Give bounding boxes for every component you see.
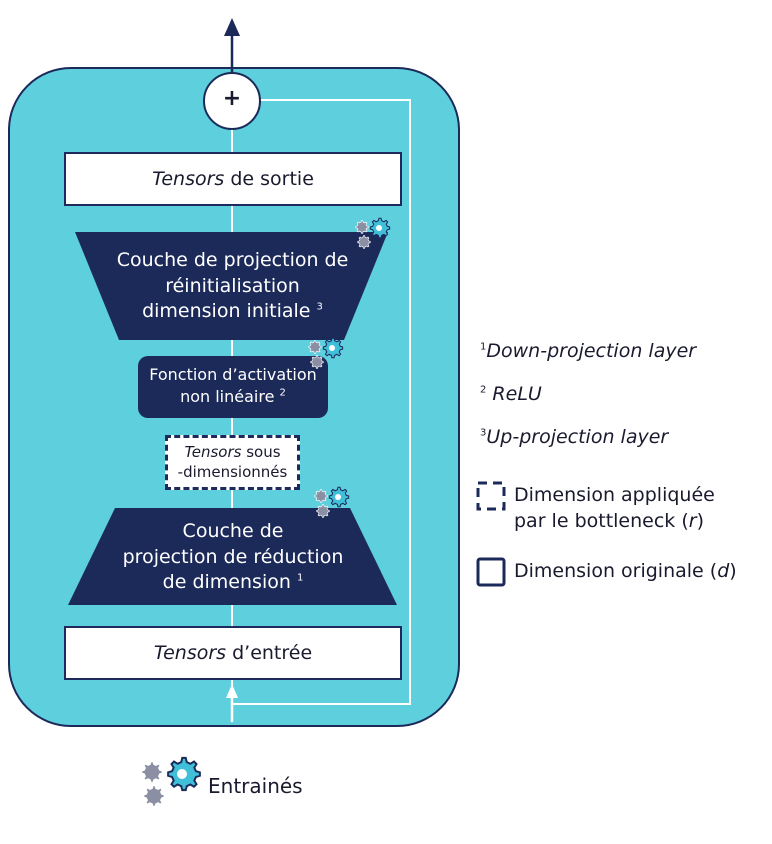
legend-dashed-close: )	[696, 509, 704, 532]
legend-dashed-label: Dimension appliquée par le bottleneck (r…	[514, 483, 715, 534]
trained-gears-icon	[355, 217, 391, 249]
input-tensors-label: d’entrée	[226, 642, 313, 664]
legend-solid-label: Dimension originale (d)	[514, 560, 737, 582]
up-projection-line3: dimension initiale	[142, 300, 311, 323]
down-projection-line3: de dimension	[162, 571, 291, 594]
down-projection-footnote: 1	[296, 572, 304, 584]
up-projection-label: Couche de projection de réinitialisation…	[95, 248, 370, 325]
down-projection-layer	[68, 508, 397, 605]
activation-line1: Fonction d’activation	[149, 365, 317, 384]
bottleneck-tensors-box: Tensors sous -dimensionnés	[165, 435, 300, 490]
legend-trained-gears-icon	[141, 756, 201, 807]
note-text: Up-projection layer	[486, 426, 669, 448]
trained-gears-icon	[308, 337, 344, 369]
note-num: 3	[480, 427, 487, 439]
legend-solid-square-icon	[476, 557, 506, 587]
input-tensors-italic: Tensors	[153, 642, 227, 664]
legend-trained-label: Entrainés	[208, 774, 303, 798]
output-tensors-italic: Tensors	[152, 168, 225, 190]
up-projection-footnote: 3	[316, 301, 323, 313]
output-tensors-label: de sortie	[224, 168, 314, 190]
activation-line2: non linéaire	[180, 386, 275, 406]
note-text: ReLU	[492, 383, 542, 405]
output-arrowhead	[224, 18, 240, 36]
trained-gears-icon	[314, 486, 350, 518]
note-num: 2	[480, 384, 487, 396]
up-projection-layer	[75, 232, 388, 340]
down-projection-label: Couche de projection de réduction de dim…	[98, 519, 368, 596]
note-relu: 2 ReLU	[480, 383, 542, 405]
activation-layer	[138, 356, 328, 418]
legend-solid-pre: Dimension originale (	[514, 560, 718, 582]
up-projection-line2: réinitialisation	[165, 274, 300, 297]
note-up-projection: 3Up-projection layer	[480, 426, 668, 448]
legend-dashed-var: r	[688, 509, 697, 532]
up-projection-line1: Couche de projection de	[116, 249, 349, 271]
note-down-projection: 1Down-projection layer	[480, 340, 696, 362]
skip-connection	[232, 99, 411, 705]
input-arrowhead	[226, 684, 238, 698]
bottleneck-rest: sous	[241, 443, 281, 461]
note-num: 1	[480, 341, 487, 353]
sum-symbol: +	[222, 86, 242, 111]
legend-dashed-line2: par le bottleneck (	[514, 509, 689, 532]
down-projection-line1: Couche de	[182, 520, 284, 542]
legend-dashed-square-icon	[476, 481, 506, 511]
down-projection-line2: projection de réduction	[122, 545, 344, 568]
sum-node	[203, 72, 261, 130]
legend-solid-var: d	[717, 560, 730, 582]
legend-dashed-line1: Dimension appliquée	[514, 484, 715, 506]
bottleneck-line2: -dimensionnés	[177, 462, 288, 481]
legend-solid-post: )	[729, 560, 737, 582]
input-tensors-box: Tensors d’entrée	[64, 626, 402, 680]
bottleneck-italic: Tensors	[184, 443, 242, 461]
activation-footnote: 2	[279, 387, 286, 399]
note-text: Down-projection layer	[486, 340, 697, 362]
output-tensors-box: Tensors de sortie	[64, 152, 402, 206]
activation-label: Fonction d’activation non linéaire 2	[138, 364, 328, 407]
